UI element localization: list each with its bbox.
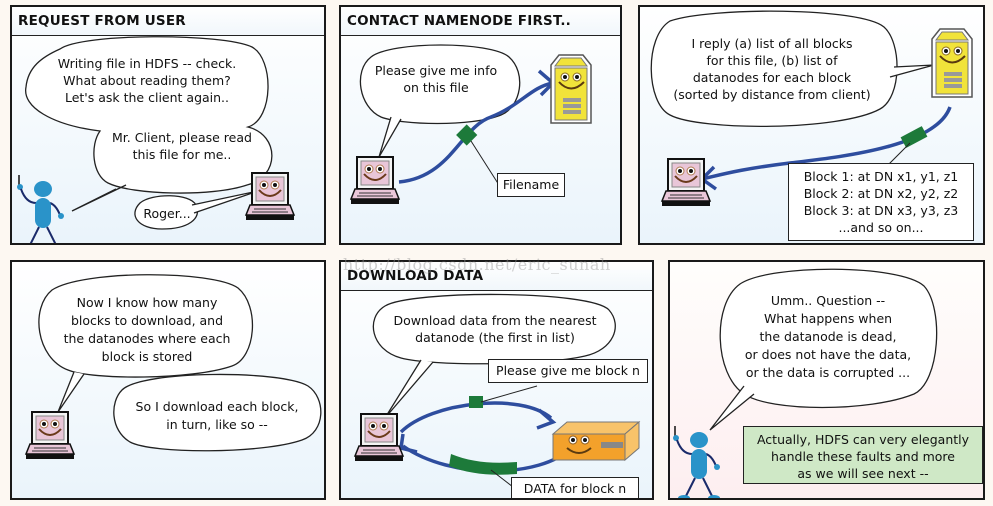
filename-label: Filename — [497, 173, 565, 197]
note-line: as we will see next -- — [797, 466, 929, 481]
client-laptop-icon — [350, 156, 400, 205]
filename-packet — [456, 124, 478, 146]
client-laptop-icon — [245, 172, 295, 221]
note-line: handle these faults and more — [771, 449, 955, 464]
bubble-line: this file for me.. — [132, 147, 232, 162]
bubble-line: I reply (a) list of all blocks — [691, 36, 853, 51]
bubble-line: What happens when — [763, 311, 893, 326]
note-line: Actually, HDFS can very elegantly — [756, 432, 970, 447]
request-arrow — [398, 81, 554, 184]
data-packet — [449, 454, 517, 475]
panel-title: DOWNLOAD DATA — [341, 262, 652, 291]
client-laptop-icon — [354, 413, 404, 462]
bubble-line: for this file, (b) list of — [706, 53, 838, 68]
bubble-line: Writing file in HDFS -- check. — [57, 56, 237, 71]
answer-note: Actually, HDFS can very elegantly handle… — [743, 426, 983, 484]
speech-bubble — [372, 293, 616, 365]
panel-1-drawing — [16, 36, 295, 243]
panel-download-data: DOWNLOAD DATA Download data from the nea… — [339, 260, 654, 500]
request-label: Please give me block n — [488, 359, 648, 383]
bubble-line: the datanodes where each — [63, 331, 231, 346]
panel-contact-namenode: CONTACT NAMENODE FIRST.. Please give me … — [339, 5, 622, 245]
bubble-line: Umm.. Question -- — [770, 293, 886, 308]
panel-5-drawing — [354, 293, 641, 491]
panel-title: REQUEST FROM USER — [12, 7, 324, 36]
speech-bubble — [359, 44, 521, 125]
panel-4-drawing — [25, 274, 322, 460]
bubble-line: Let's ask the client again.. — [64, 90, 230, 105]
panel-6-drawing — [672, 268, 938, 498]
bubble-tail — [378, 116, 402, 158]
namenode-server-icon — [931, 28, 973, 98]
bubble-tail — [57, 371, 85, 413]
bubble-line: (sorted by distance from client) — [673, 87, 871, 102]
bubble-line: or the data is corrupted ... — [745, 365, 911, 380]
panel-2-drawing — [350, 44, 592, 205]
panel-client-plans: Now I know how many blocks to download, … — [10, 260, 326, 500]
bubble-tail — [709, 385, 755, 431]
bubble-line: datanode (the first in list) — [415, 330, 575, 345]
bubble-line: in turn, like so -- — [166, 417, 268, 432]
block-list-item: Block 1: at DN x1, y1, z1 — [803, 169, 959, 184]
block-list-item: ...and so on... — [838, 220, 924, 235]
user-figure-icon — [672, 425, 721, 498]
datanode-server-icon — [551, 420, 641, 462]
panel-title: CONTACT NAMENODE FIRST.. — [341, 7, 620, 36]
speech-bubble — [650, 10, 898, 127]
block-list-item: Block 3: at DN x3, y3, z3 — [803, 203, 959, 218]
bubble-line: or does not have the data, — [744, 347, 912, 362]
bubble-tail — [71, 184, 127, 212]
speech-bubble-2 — [113, 373, 322, 452]
client-laptop-icon — [661, 158, 711, 207]
bubble-line: Mr. Client, please read — [112, 130, 252, 145]
bubble-line: blocks to download, and — [70, 313, 224, 328]
bubble-line: block is stored — [101, 349, 193, 364]
speech-bubble — [719, 268, 938, 409]
panel-3-drawing — [650, 10, 973, 207]
panel-namenode-reply: I reply (a) list of all blocks for this … — [638, 5, 985, 245]
request-packet — [469, 396, 483, 408]
bubble-line: Now I know how many — [76, 295, 218, 310]
arrowhead — [399, 433, 418, 454]
user-figure-icon — [16, 174, 65, 243]
bubble-line: datanodes for each block — [692, 70, 852, 85]
data-label: DATA for block n — [511, 477, 639, 498]
namenode-server-icon — [550, 54, 592, 124]
bubble-tail — [889, 64, 935, 78]
block-list-box: Block 1: at DN x1, y1, z1 Block 2: at DN… — [788, 163, 974, 241]
block-list-item: Block 2: at DN x2, y2, z2 — [803, 186, 959, 201]
reply-packet — [900, 126, 928, 148]
bubble-line: on this file — [403, 80, 469, 95]
bubble-line: What about reading them? — [63, 73, 231, 88]
panel-fault-question: Umm.. Question -- What happens when the … — [668, 260, 985, 500]
bubble-line: Please give me info — [374, 63, 498, 78]
watermark: http://blog.csdn.net/eric_sunah — [343, 255, 611, 274]
bubble-tail — [384, 359, 434, 419]
bubble-line: So I download each block, — [135, 399, 299, 414]
bubble-line: the datanode is dead, — [759, 329, 897, 344]
arrowhead — [536, 408, 557, 430]
bubble-line: Download data from the nearest — [393, 313, 597, 328]
roger-text: Roger... — [143, 206, 191, 221]
roger-bubble — [134, 195, 198, 230]
panel-request-from-user: REQUEST FROM USER Writing file in HDFS -… — [10, 5, 326, 245]
client-laptop-icon — [25, 411, 75, 460]
speech-bubble — [38, 274, 254, 378]
speech-bubble — [25, 36, 273, 194]
